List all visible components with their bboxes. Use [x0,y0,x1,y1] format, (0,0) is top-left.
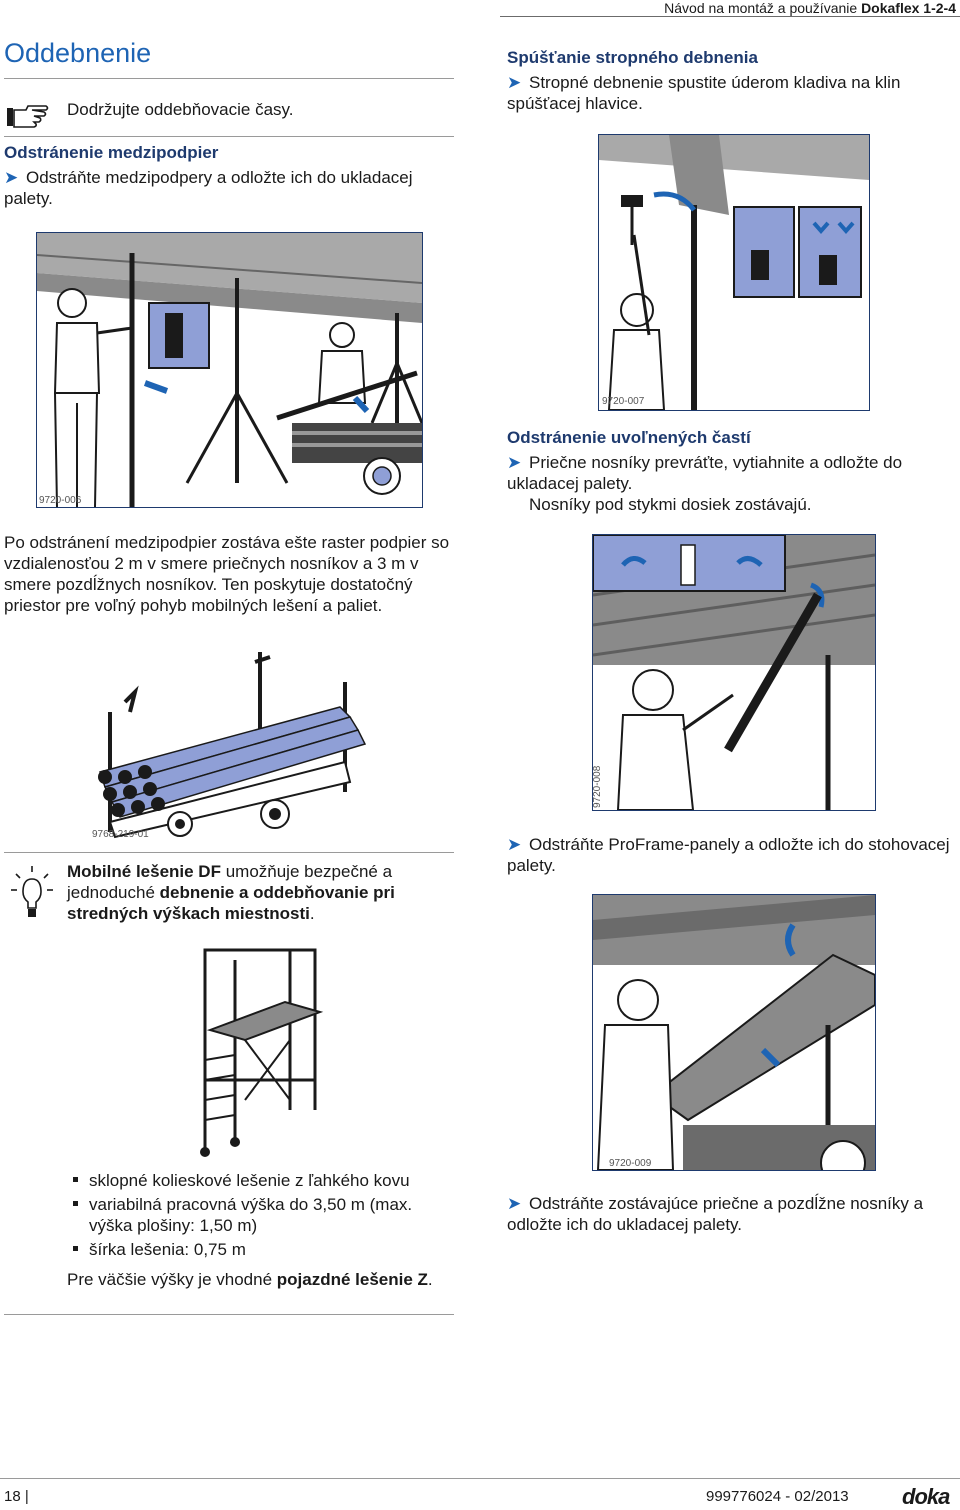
figure-tilt-beams [592,534,876,811]
heading-rule [4,78,454,79]
doc-title: Návod na montáž a používanie [664,0,858,16]
figure-storage-pallet [98,652,367,839]
note-rule [4,136,454,137]
step-strike-wedge: ➤Stropné debnenie spustite úderom kladiv… [507,73,901,113]
figure-lowering-head [598,134,870,411]
step-remove-props: ➤Odstráňte medzipodpery a odložte ich do… [4,168,413,208]
figure-caption: 9720-008 [592,765,603,808]
running-header: Návod na montáž a používanie Dokaflex 1-… [664,0,956,16]
step-arrow-icon: ➤ [507,1194,522,1213]
heading-remove-loose-parts: Odstránenie uvoľnených častí [507,428,751,447]
document-code: 999776024 - 02/2013 [706,1488,849,1505]
section-heading: Oddebnenie [4,38,152,68]
doc-title-brand: Dokaflex 1-2-4 [861,0,956,16]
list-item: šírka lešenia: 0,75 m [67,1239,455,1260]
tip-text: Mobilné lešenie DF umožňuje bezpečné a j… [67,862,395,923]
figure-caption: 9768-219-01 [92,829,149,840]
heading-lowering: Spúšťanie stropného debnenia [507,48,758,67]
list-item: variabilná pracovná výška do 3,50 m (max… [67,1194,455,1236]
figure-remove-panels [592,894,876,1171]
step-arrow-icon: ➤ [507,835,522,854]
pointing-hand-icon [7,105,49,128]
figure-remove-props-illustration [37,233,422,507]
figure-caption: 9720-007 [602,396,645,407]
footer-rule [0,1478,960,1479]
lightbulb-icon [11,866,53,917]
header-rule [500,16,960,17]
figure-caption: 9720-006 [39,495,82,506]
paragraph-raster: Po odstránení medzipodpier zostáva ešte … [4,533,450,615]
bigger-heights-note: Pre väčšie výšky je vhodné pojazdné leše… [67,1270,433,1289]
step-remove-remaining-beams: ➤Odstráňte zostávajúce priečne a pozdĺžn… [507,1194,924,1234]
list-item: sklopné kolieskové lešenie z ľahkého kov… [67,1170,455,1191]
step-remove-proframe: ➤Odstráňte ProFrame-panely a odložte ich… [507,835,950,875]
tip-rule-top [4,852,454,853]
doka-logo: doka [902,1484,950,1509]
step-arrow-icon: ➤ [507,73,522,92]
figure-remove-props [36,232,423,508]
sub-heading-intermediate-props: Odstránenie medzipodpier [4,143,219,162]
note-text: Dodržujte oddebňovacie časy. [67,100,294,119]
figure-tilt-beams-illustration [593,535,875,810]
figure-remove-panels-illustration [593,895,875,1170]
page-number: 18 | [4,1488,29,1505]
step-arrow-icon: ➤ [4,168,19,187]
scaffold-features-list: sklopné kolieskové lešenie z ľahkého kov… [67,1170,455,1263]
step-arrow-icon: ➤ [507,453,522,472]
tip-rule-bottom [4,1314,454,1315]
figure-caption: 9720-009 [607,1158,654,1169]
step-note-beams-remain: Nosníky pod stykmi dosiek zostávajú. [529,495,812,514]
figure-lowering-head-illustration [599,135,869,410]
figure-mobile-scaffold [200,948,324,1157]
step-tilt-beams: ➤Priečne nosníky prevráťte, vytiahnite a… [507,453,903,493]
